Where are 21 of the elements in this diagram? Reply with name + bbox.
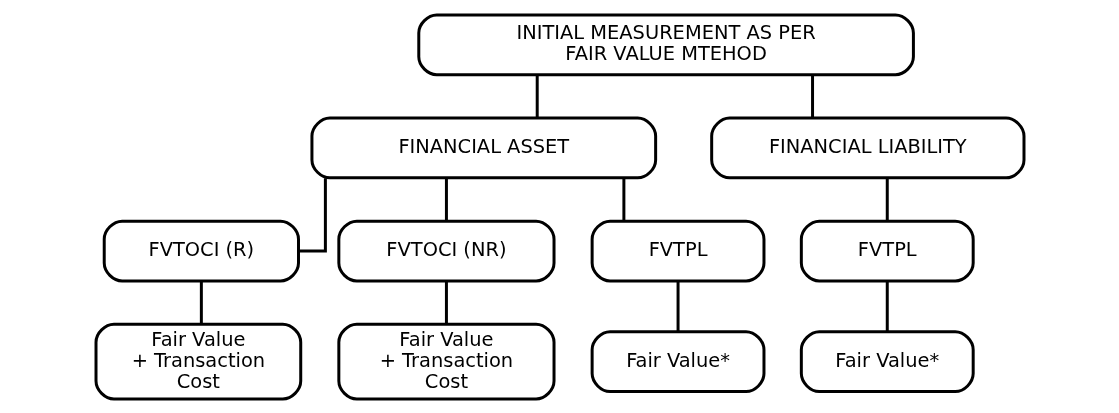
connector bbox=[444, 177, 448, 221]
connector bbox=[444, 280, 448, 324]
node-box: FVTOCI (NR) bbox=[336, 219, 555, 282]
connector bbox=[810, 74, 814, 117]
connector bbox=[676, 280, 680, 331]
node-box: Fair Value* bbox=[799, 329, 975, 393]
node-box: FVTOCI (R) bbox=[102, 219, 300, 282]
connector bbox=[199, 280, 203, 324]
connector bbox=[535, 74, 539, 117]
node-box: FVTPL bbox=[590, 219, 765, 282]
connector bbox=[298, 177, 327, 253]
node-box: INITIAL MEASUREMENT AS PER FAIR VALUE MTEHOD bbox=[416, 13, 915, 76]
connector bbox=[621, 177, 625, 221]
node-box: Fair Value + Transaction Cost bbox=[336, 322, 555, 400]
node-box: FINANCIAL LIABILITY bbox=[709, 116, 1025, 179]
node-box: FVTPL bbox=[799, 219, 975, 282]
node-box: Fair Value* bbox=[590, 329, 765, 393]
node-box: Fair Value + Transaction Cost bbox=[94, 322, 302, 400]
connector bbox=[885, 280, 889, 331]
node-box: FINANCIAL ASSET bbox=[309, 116, 657, 179]
connector bbox=[885, 177, 889, 221]
